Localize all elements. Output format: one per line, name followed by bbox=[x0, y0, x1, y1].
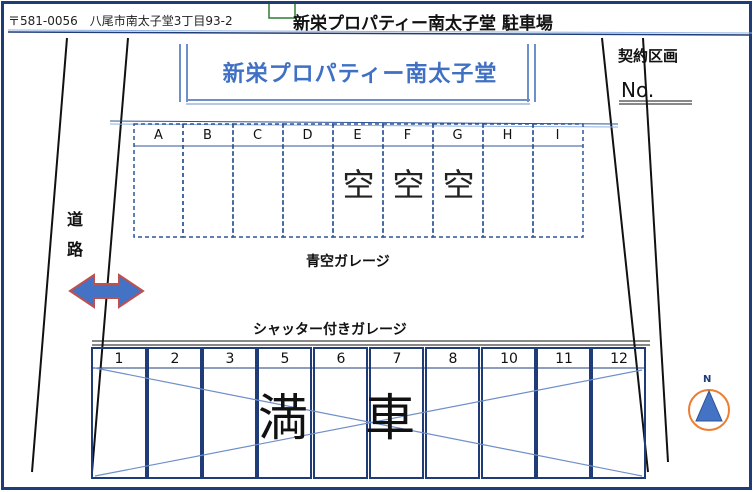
contract-label: 契約区画 bbox=[618, 47, 679, 65]
garage-3 bbox=[202, 347, 257, 479]
garage-label-12: 12 bbox=[610, 351, 628, 367]
garage-label-3: 3 bbox=[225, 351, 235, 367]
open-garage-spaces bbox=[133, 123, 584, 238]
cross-line-2 bbox=[94, 369, 643, 477]
garage-11 bbox=[536, 347, 591, 479]
full-marker-1: 満 bbox=[258, 389, 308, 447]
garage-label-7: 7 bbox=[392, 351, 402, 367]
space-label-D: D bbox=[302, 128, 313, 143]
space-label-B: B bbox=[203, 128, 212, 143]
cross-line-1 bbox=[94, 367, 643, 477]
garage-6 bbox=[313, 347, 368, 479]
garage-label-11: 11 bbox=[555, 351, 573, 367]
lot-title: 新栄プロパティー南太子堂 駐車場 bbox=[293, 14, 553, 34]
garage-10 bbox=[481, 347, 536, 479]
shutter-garage-title: シャッター付きガレージ bbox=[253, 322, 407, 338]
garage-label-1: 1 bbox=[114, 351, 124, 367]
road-label: 道路 bbox=[66, 210, 83, 259]
boundary-right-outer bbox=[642, 37, 669, 463]
connector-line bbox=[268, 4, 295, 19]
garage-label-5: 5 bbox=[280, 351, 290, 367]
garage-label-2: 2 bbox=[170, 351, 180, 367]
north-arrow-icon bbox=[695, 389, 723, 422]
garage-label-8: 8 bbox=[448, 351, 458, 367]
full-marker-2: 車 bbox=[365, 389, 415, 447]
header-rule-light bbox=[7, 29, 753, 34]
vacant-marker-E: 空 bbox=[342, 166, 375, 204]
garage-label-6: 6 bbox=[336, 351, 346, 367]
space-label-C: C bbox=[252, 128, 263, 143]
space-label-H: H bbox=[502, 128, 513, 143]
garage-5 bbox=[257, 347, 312, 479]
sign-text: 新栄プロパティー南太子堂 bbox=[222, 62, 498, 87]
space-label-I: I bbox=[555, 128, 560, 143]
road-edge-left bbox=[31, 37, 68, 473]
compass-north-label: N bbox=[703, 374, 712, 385]
vacant-marker-G: 空 bbox=[442, 166, 475, 204]
address: 〒581-0056 八尾市南太子堂3丁目93-2 bbox=[8, 14, 233, 28]
garage-label-10: 10 bbox=[500, 351, 518, 367]
space-label-F: F bbox=[403, 128, 412, 143]
road-direction-arrow bbox=[68, 273, 145, 309]
header-rule bbox=[7, 31, 753, 36]
boundary-right-inner bbox=[601, 37, 649, 473]
vacant-marker-F: 空 bbox=[392, 166, 425, 204]
open-garage-title: 青空ガレージ bbox=[306, 254, 390, 270]
contract-number-label: No. bbox=[621, 78, 655, 102]
space-label-E: E bbox=[353, 128, 362, 143]
garage-8 bbox=[425, 347, 480, 479]
garage-1 bbox=[91, 347, 147, 479]
space-label-G: G bbox=[452, 128, 463, 143]
space-I bbox=[532, 123, 584, 238]
garage-12 bbox=[591, 347, 646, 479]
space-label-A: A bbox=[154, 128, 163, 143]
garage-2 bbox=[147, 347, 202, 479]
road-edge-right bbox=[91, 37, 129, 473]
